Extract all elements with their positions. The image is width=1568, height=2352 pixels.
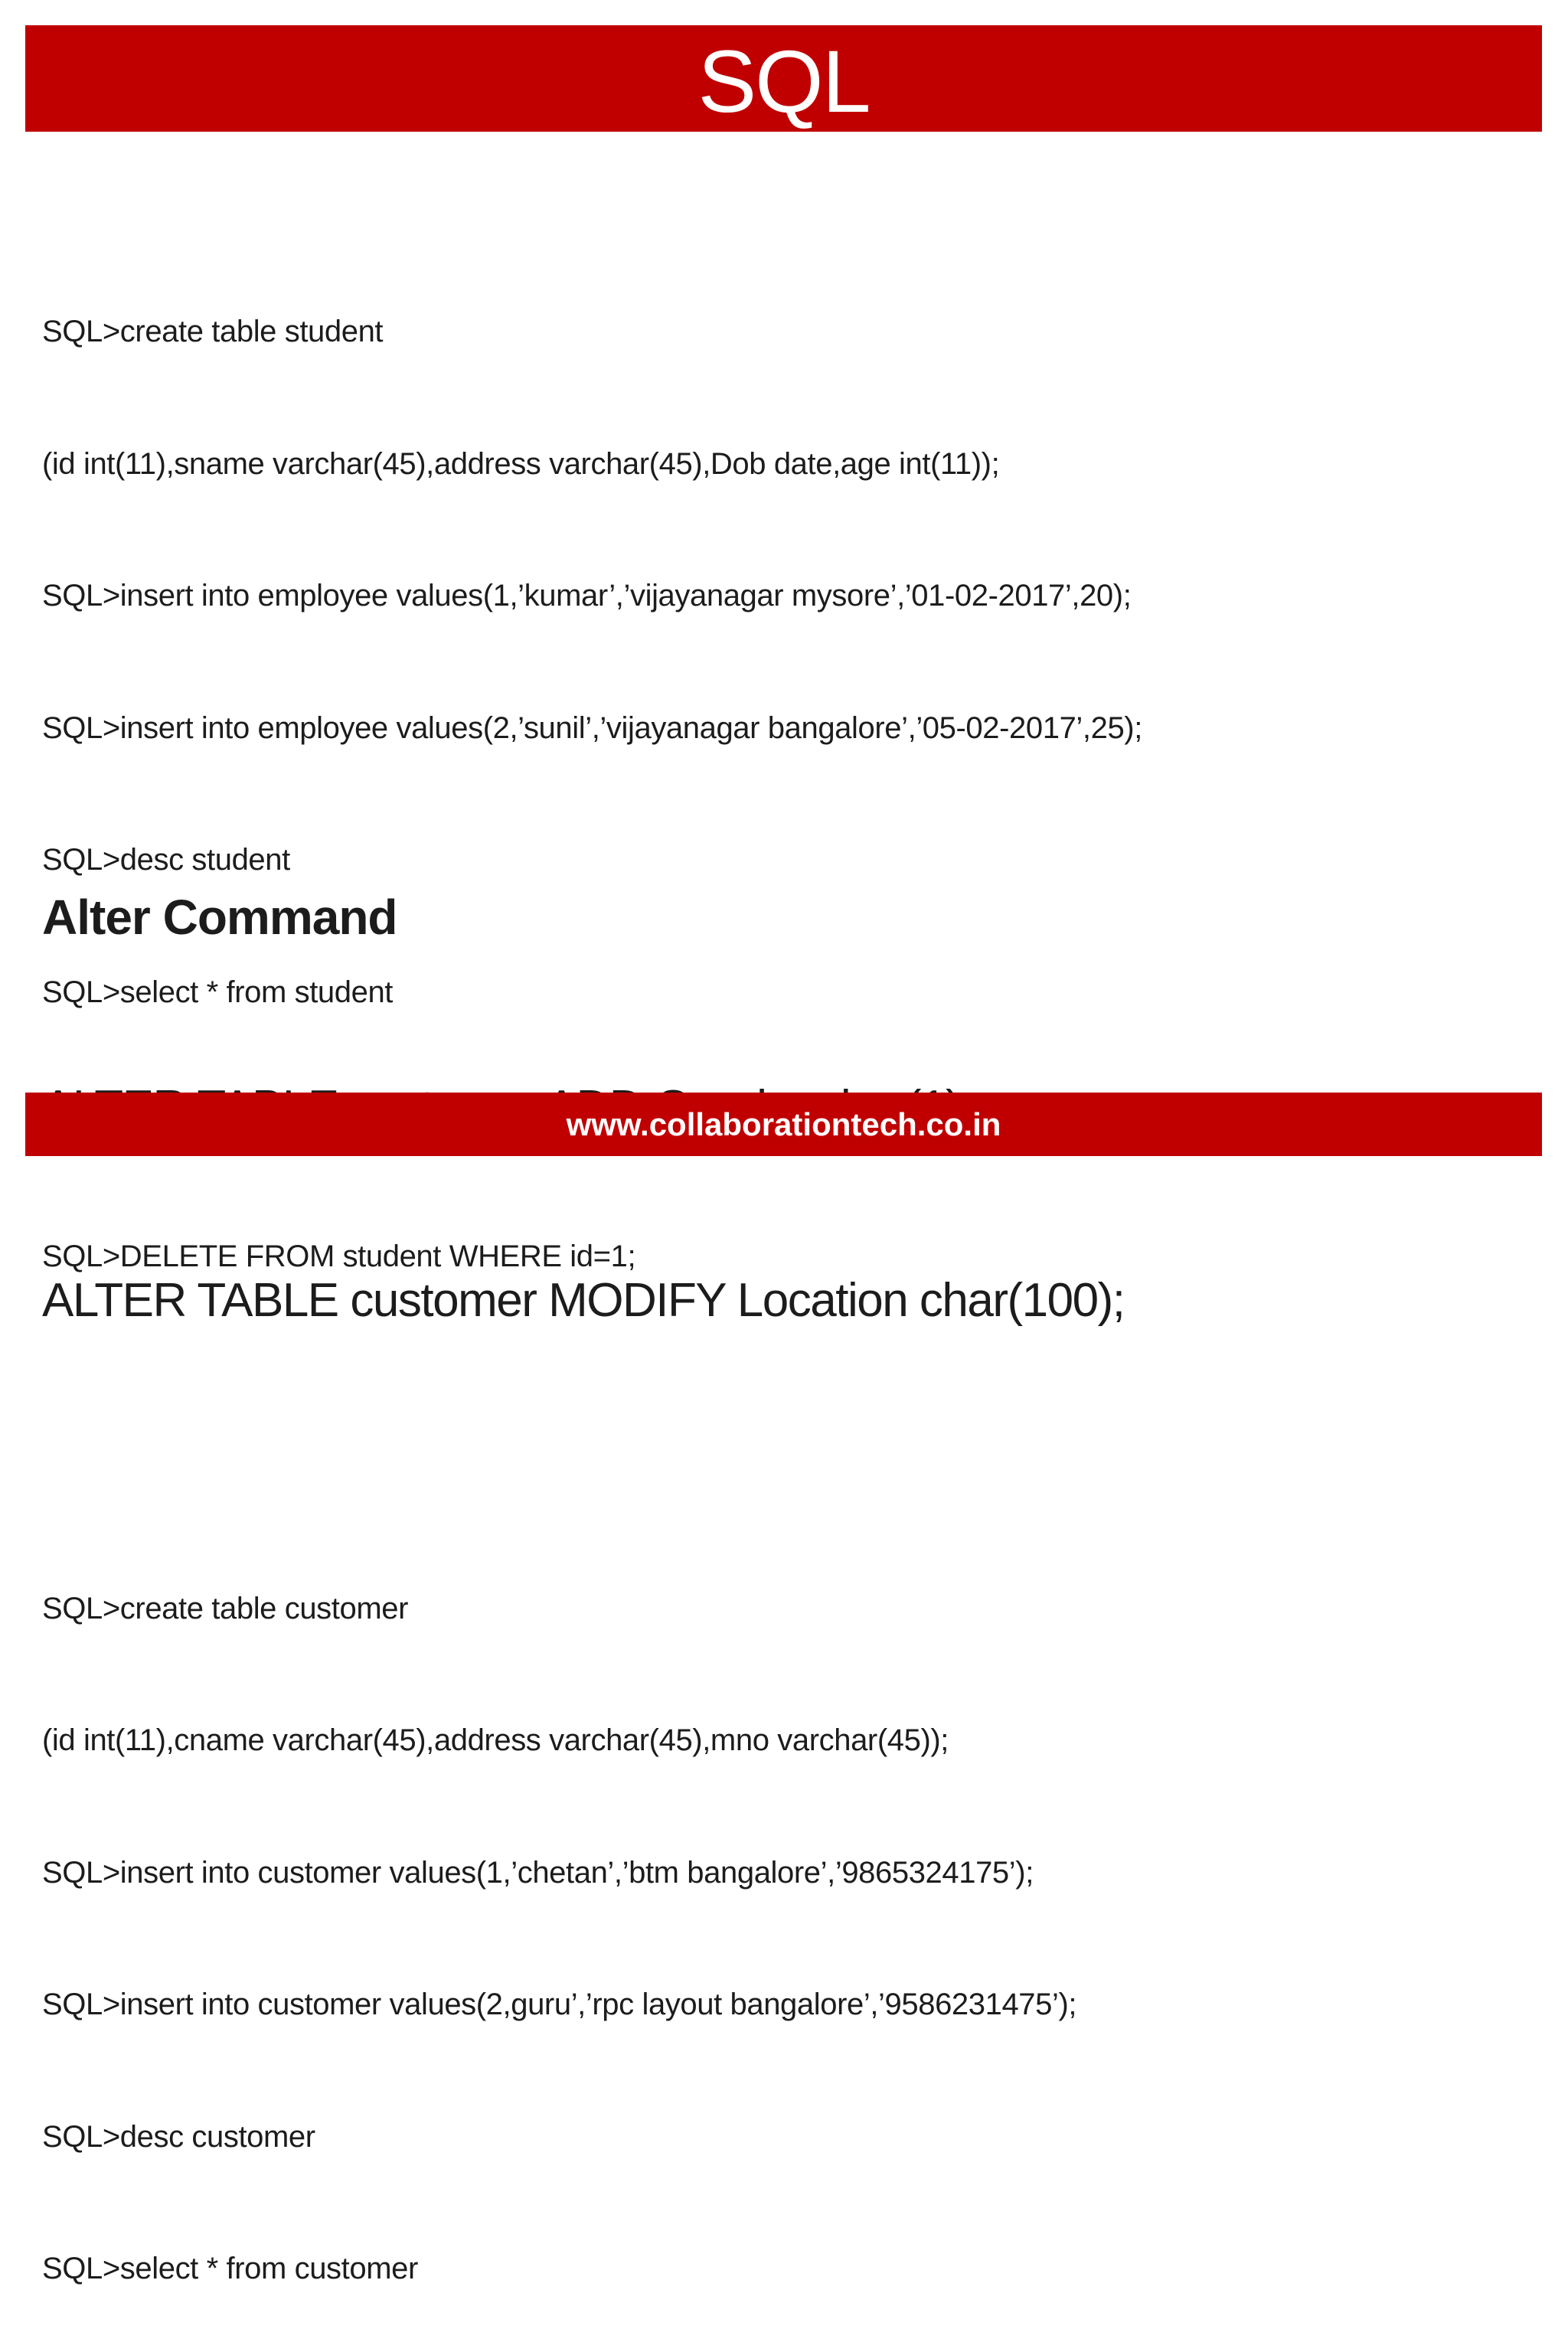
customer-commands-group: SQL>create table customer (id int(11),cn…	[42, 1499, 1142, 2352]
title-bar: SQL	[25, 25, 1542, 132]
alter-command-line: ALTER TABLE customer MODIFY Location cha…	[42, 1269, 1124, 1333]
sql-command-line: SQL>desc customer	[42, 2115, 1142, 2160]
alter-command-heading: Alter Command	[42, 890, 397, 946]
sql-command-line: SQL>desc student	[42, 838, 1142, 883]
alter-commands-group: ALTER TABLE customer ADD Gender char(1);…	[42, 947, 1124, 1462]
sql-command-line: SQL>insert into employee values(1,’kumar…	[42, 574, 1142, 619]
footer-url: www.collaborationtech.co.in	[567, 1109, 1001, 1141]
sql-command-line: SQL>insert into employee values(2,’sunil…	[42, 707, 1142, 751]
sql-command-line: SQL>insert into customer values(2,guru’,…	[42, 1983, 1142, 2027]
sql-command-line: SQL>select * from customer	[42, 2247, 1142, 2292]
footer-bar: www.collaborationtech.co.in	[25, 1093, 1542, 1156]
slide: SQL SQL>create table student (id int(11)…	[0, 0, 1568, 1176]
sql-command-line: (id int(11),cname varchar(45),address va…	[42, 1719, 1142, 1763]
page-title: SQL	[697, 31, 869, 126]
sql-command-line: SQL>create table customer	[42, 1587, 1142, 1632]
sql-command-line: SQL>create table student	[42, 310, 1142, 354]
sql-command-line: SQL>insert into customer values(1,’cheta…	[42, 1851, 1142, 1896]
sql-command-line: (id int(11),sname varchar(45),address va…	[42, 443, 1142, 487]
